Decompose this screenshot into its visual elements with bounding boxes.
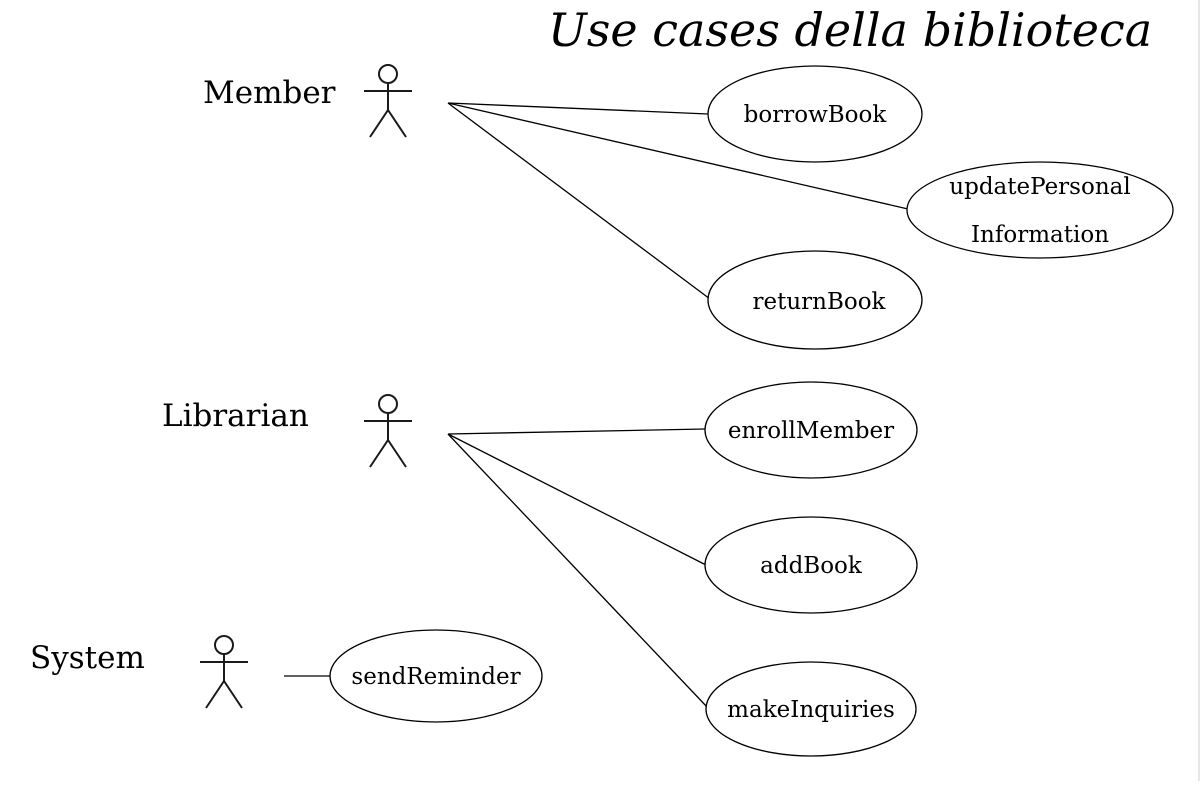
assoc-librarian-addbook <box>447 433 707 566</box>
use-case-label-addbook: addBook <box>760 553 863 579</box>
actor-label-librarian: Librarian <box>162 398 309 434</box>
use-case-sendreminder: sendReminder <box>329 629 543 723</box>
use-case-addbook: addBook <box>704 516 918 614</box>
actor-label-member: Member <box>203 75 336 111</box>
actor-label-system: System <box>30 640 145 676</box>
associations <box>284 102 909 709</box>
use-case-label-information: Information <box>971 222 1109 248</box>
actor-system-icon <box>200 635 248 709</box>
use-case-label-returnbook: returnBook <box>752 289 886 315</box>
use-case-enrollmember: enrollMember <box>704 381 918 479</box>
assoc-member-updatepersonalinformation <box>447 102 909 210</box>
use-case-label-borrowbook: borrowBook <box>744 102 888 128</box>
use-case-updatepersonalinformation: updatePersonal Information <box>906 161 1174 259</box>
assoc-member-borrowbook <box>447 102 709 115</box>
use-case-label-makeinquiries: makeInquiries <box>727 697 895 723</box>
use-case-borrowbook: borrowBook <box>707 65 923 163</box>
use-case-returnbook: returnBook <box>707 250 923 350</box>
assoc-librarian-makeinquiries <box>447 433 709 709</box>
assoc-member-returnbook <box>447 102 711 300</box>
use-case-label-sendreminder: sendReminder <box>351 664 520 690</box>
use-case-label-updatepersonal: updatePersonal <box>949 174 1130 200</box>
actor-librarian-icon <box>364 394 412 468</box>
use-case-label-enrollmember: enrollMember <box>728 418 894 444</box>
assoc-librarian-enrollmember <box>447 428 706 435</box>
diagram-title: Use cases della biblioteca <box>548 3 1152 57</box>
actor-member-icon <box>364 64 412 138</box>
use-case-makeinquiries: makeInquiries <box>705 661 917 757</box>
